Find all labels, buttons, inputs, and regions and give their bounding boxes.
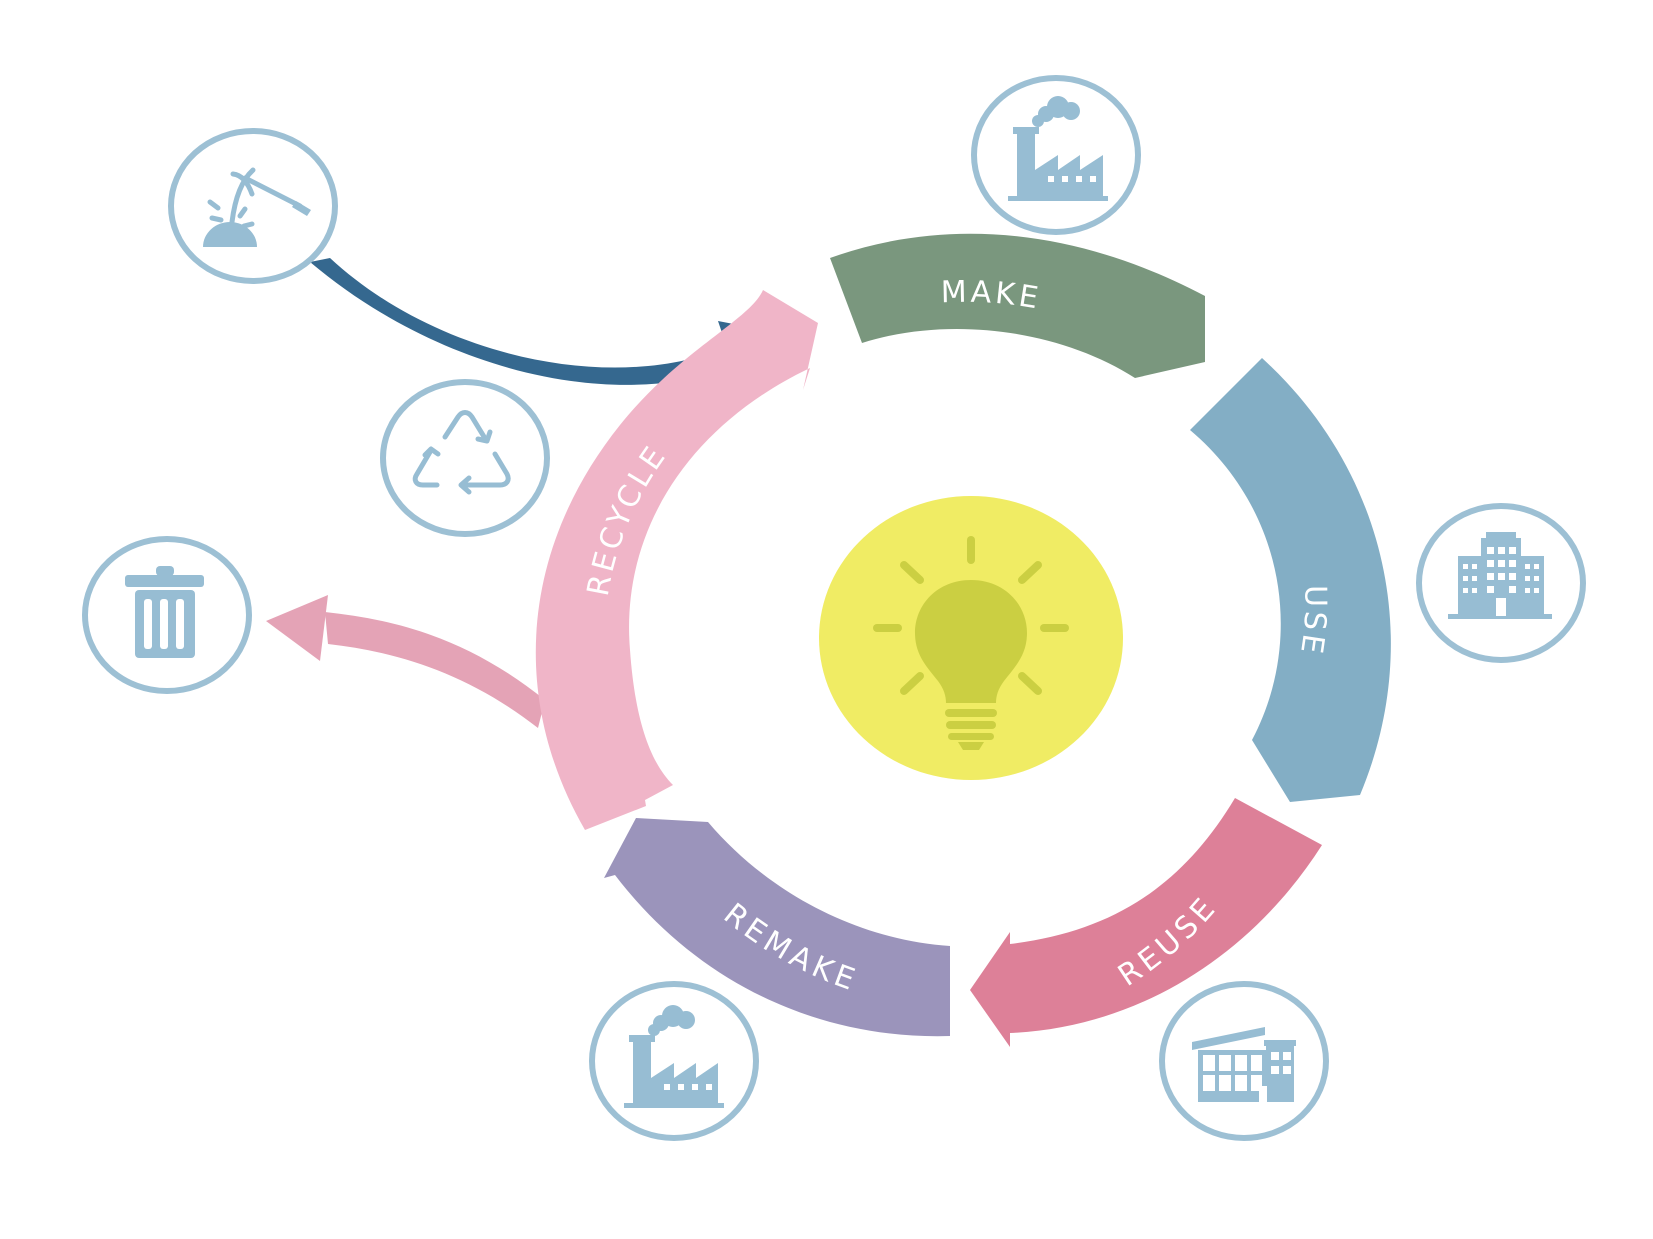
lightbulb-icon [819, 496, 1123, 780]
recycle-circle [380, 379, 550, 537]
lightbulb-glyph [873, 536, 1069, 750]
mining-circle [168, 128, 338, 284]
make-factory-circle [971, 75, 1141, 235]
use-building-circle [1416, 503, 1586, 663]
use-label: USE [1293, 585, 1333, 660]
remake-factory-circle [589, 981, 759, 1141]
remake-arrow [604, 818, 950, 1037]
trash-bin-icon [125, 566, 204, 658]
mining-pickaxe-icon [203, 167, 311, 247]
recycle-symbol-icon [412, 410, 511, 495]
waste-circle [82, 536, 252, 694]
warehouse-building-icon [1192, 1027, 1296, 1102]
factory-icon [1008, 96, 1108, 201]
recycle-arrow [535, 290, 818, 830]
factory-icon [624, 1005, 724, 1108]
make-arrow [830, 233, 1205, 378]
waste-arrow [266, 595, 545, 728]
reuse-building-circle [1159, 981, 1329, 1141]
reuse-arrow [970, 798, 1322, 1047]
office-building-icon [1448, 532, 1552, 619]
make-label: MAKE [940, 275, 1044, 317]
waste-arrow-body [325, 612, 545, 728]
raw-material-arrow-body [310, 258, 735, 385]
use-arrow [1190, 358, 1391, 802]
waste-arrow-head [266, 595, 328, 661]
